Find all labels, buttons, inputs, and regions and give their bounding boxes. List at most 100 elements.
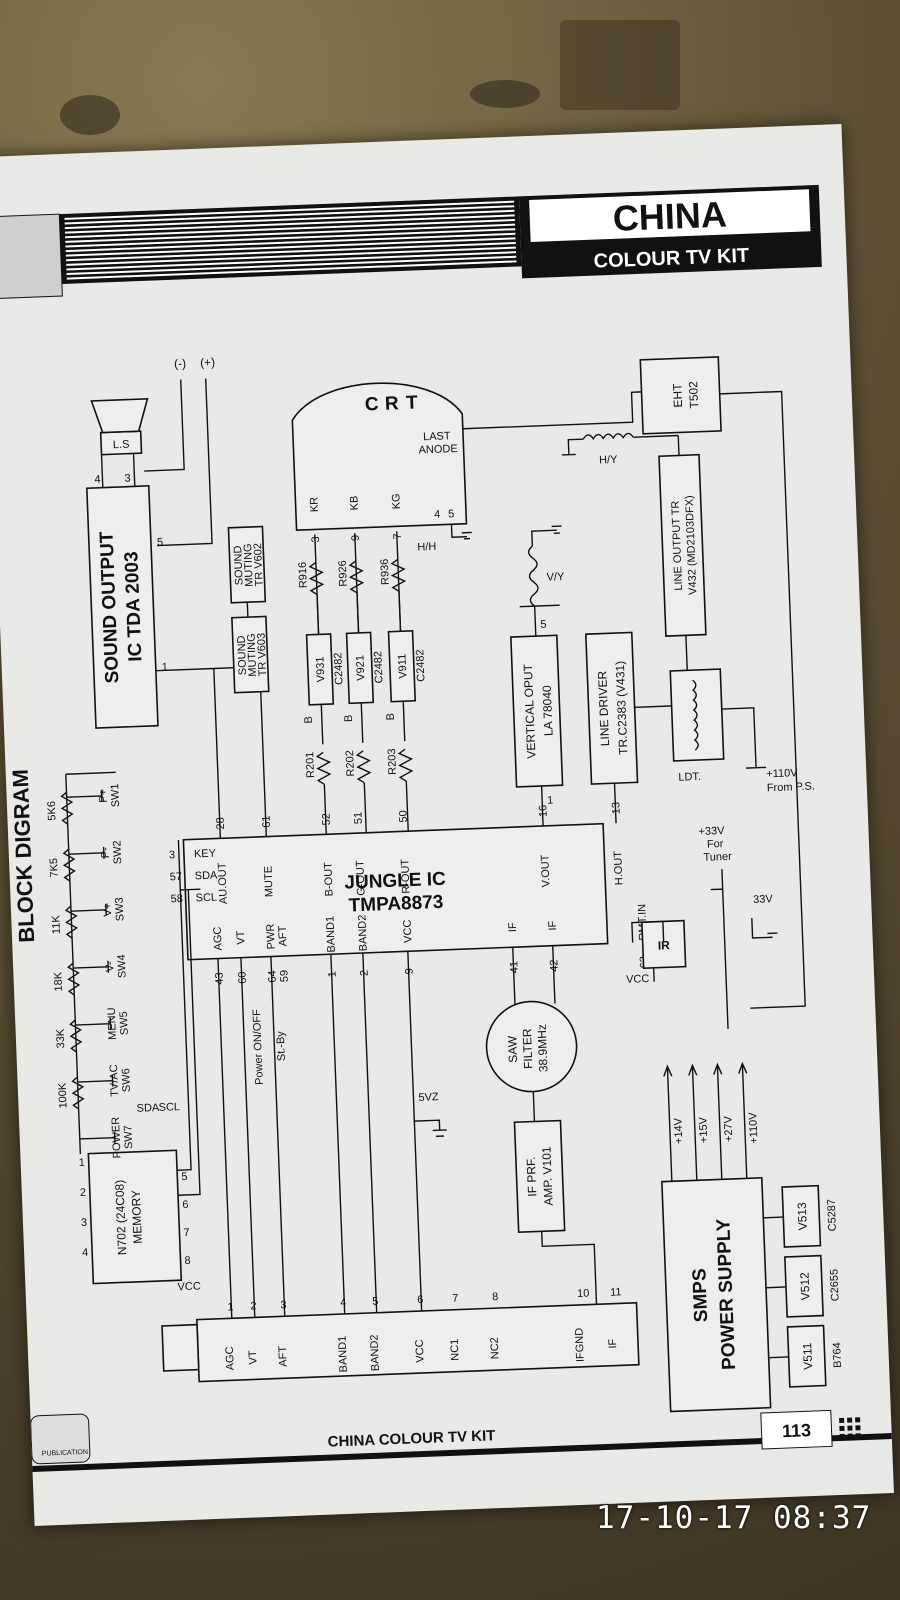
page-number-box bbox=[760, 1409, 833, 1450]
so-pin-4: 4 bbox=[94, 474, 101, 486]
ldt-wires bbox=[721, 707, 767, 769]
line-driver-label: LINE DRIVER bbox=[595, 670, 612, 746]
tuner-pin-name: BAND1 bbox=[337, 1335, 350, 1372]
saw-line1: SAW bbox=[505, 1035, 520, 1063]
so-pin-5: 5 bbox=[157, 536, 164, 548]
smps-block bbox=[661, 1177, 772, 1413]
pos-terminal: (+) bbox=[200, 355, 216, 370]
tuner-pin-number: 6 bbox=[417, 1294, 424, 1306]
tuner-pin-name: VCC bbox=[414, 1339, 427, 1363]
keypad-switch-id: SW6 bbox=[120, 1068, 133, 1092]
base-resistor-symbol bbox=[315, 751, 332, 785]
rail-arrow bbox=[713, 1062, 723, 1180]
jungle-pin-name: R-OUT bbox=[399, 858, 412, 894]
jungle-pin-name: VCC bbox=[402, 919, 415, 943]
neg-terminal: (-) bbox=[174, 356, 187, 370]
keypad-resistor-label: 7K5 bbox=[48, 858, 61, 878]
memory-block bbox=[87, 1149, 183, 1285]
crt-label-c: C bbox=[365, 394, 380, 416]
smps-transistor-label: V511 bbox=[800, 1342, 815, 1370]
keypad-switch-name: P- bbox=[100, 847, 112, 859]
smps-link bbox=[765, 1286, 787, 1289]
tuner-connector bbox=[161, 1323, 200, 1372]
keypad-resistor-symbol bbox=[62, 848, 76, 882]
keypad-resistor-label: 11K bbox=[50, 914, 63, 934]
vy-ground bbox=[531, 525, 562, 547]
tuner-pin-name: AFT bbox=[277, 1345, 290, 1367]
muting-2-line3: TR V602 bbox=[252, 543, 266, 587]
line-driver-part: TR.C2383 (V431) bbox=[613, 661, 631, 756]
jungle-pin-number: 61 bbox=[261, 815, 273, 828]
tuner-pin-name: VT bbox=[247, 1350, 260, 1365]
keypad-switch-symbol bbox=[71, 903, 107, 916]
from-ps-1: +110V bbox=[766, 767, 798, 780]
crt-pin-number: 9 bbox=[350, 535, 362, 542]
base-resistor-symbol bbox=[397, 748, 414, 782]
output-resistor-label: R936 bbox=[379, 558, 392, 585]
publisher-badge bbox=[30, 1413, 91, 1465]
tuner-pin-name: IFGND bbox=[573, 1328, 586, 1363]
jungle-pin-number: 9 bbox=[403, 968, 415, 975]
base-label: B bbox=[385, 713, 397, 721]
footer-book-title: CHINA COLOUR TV KIT bbox=[327, 1427, 495, 1450]
tuner-pin-name: NC2 bbox=[489, 1337, 502, 1359]
keypad-switch-name: P+ bbox=[97, 789, 110, 803]
muting-1-line2: MUTING bbox=[246, 633, 260, 677]
book-page: CHINA COLOUR TV KIT BLOCK DIGRAM JUNGLE … bbox=[0, 123, 894, 1527]
memory-pin: 4 bbox=[82, 1247, 89, 1259]
memory-pin: 1 bbox=[78, 1157, 85, 1169]
base-resistor-label: R202 bbox=[344, 750, 357, 777]
stain-mark bbox=[560, 20, 680, 110]
hy-wires bbox=[561, 434, 679, 456]
header-stripe bbox=[65, 237, 516, 257]
keypad-resistor-symbol bbox=[60, 791, 74, 825]
jungle-pin-name: KEY bbox=[194, 848, 217, 861]
ir-label: IR bbox=[658, 938, 671, 952]
line-output-part: V432 (MD2103DFX) bbox=[684, 495, 700, 595]
scl-label: SCL bbox=[158, 1101, 180, 1114]
header-brand-inner bbox=[529, 189, 811, 243]
tuner-supply-3: Tuner bbox=[703, 851, 732, 864]
tuner-pin-name: AGC bbox=[224, 1346, 237, 1370]
output-resistor-symbol bbox=[348, 560, 365, 633]
jungle-pin-number: 28 bbox=[215, 817, 227, 830]
rgb-transistor-label: V931 bbox=[314, 656, 327, 682]
sound-muting-v602 bbox=[227, 525, 267, 604]
rail-label: +15V bbox=[697, 1116, 710, 1143]
header-stripe bbox=[65, 223, 516, 243]
vert-pin-1: 1 bbox=[547, 795, 554, 807]
sound-output-part: IC TDA 2003 bbox=[121, 551, 146, 662]
tuner-pin-name: BAND2 bbox=[369, 1334, 382, 1371]
ir-vcc: VCC bbox=[626, 973, 650, 986]
ir-wires bbox=[631, 920, 665, 982]
line-driver-wires bbox=[613, 705, 674, 824]
jungle-pin-number: 41 bbox=[508, 961, 520, 974]
jungle-ic-part: TMPA8873 bbox=[348, 892, 443, 917]
jungle-pin-name: G-OUT bbox=[354, 860, 367, 896]
header-stripe bbox=[65, 219, 515, 239]
keypad-switch-symbol bbox=[77, 1074, 114, 1087]
audio-wires bbox=[155, 602, 268, 839]
tuner-bus-wires bbox=[217, 952, 423, 1319]
keypad-switch-id: SW5 bbox=[118, 1011, 131, 1035]
header-stripe bbox=[66, 241, 516, 262]
rail-arrow bbox=[688, 1063, 698, 1181]
jungle-pin-number: 16 bbox=[537, 805, 549, 818]
crt-pin-5: 5 bbox=[448, 508, 455, 520]
hh-label: H/H bbox=[417, 541, 436, 554]
memory-pin: 3 bbox=[81, 1217, 88, 1229]
crt-pin-name: KG bbox=[390, 493, 403, 509]
output-resistor-label: R916 bbox=[297, 562, 310, 589]
vy-label: V/Y bbox=[546, 571, 565, 584]
smps-transistor-part: B764 bbox=[831, 1342, 844, 1368]
rgb-transistor-part: C2482 bbox=[332, 652, 345, 685]
tuner-supply-2: For bbox=[707, 838, 724, 851]
jungle-ic-label: JUNGLE IC bbox=[344, 869, 446, 894]
vert-pin-5: 5 bbox=[540, 619, 547, 631]
base-resistor-label: R201 bbox=[304, 751, 317, 778]
block-diagram: CHINA COLOUR TV KIT BLOCK DIGRAM JUNGLE … bbox=[0, 184, 892, 1473]
tuner-pin-number: 8 bbox=[492, 1291, 499, 1303]
memory-pin: 8 bbox=[184, 1255, 191, 1267]
keypad-switch-name: TV/AC bbox=[108, 1064, 121, 1097]
